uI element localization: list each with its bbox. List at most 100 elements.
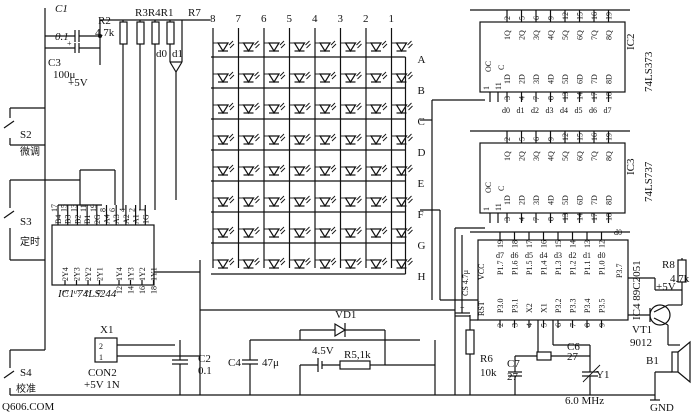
- ic4-top-num: 17: [525, 240, 534, 248]
- ic4-bottom-name: P3.3: [569, 299, 578, 313]
- r3-resistor: [136, 21, 145, 45]
- ic1-bottom-pin-number: 9: [96, 290, 105, 294]
- ic4-top-num: 16: [540, 240, 549, 248]
- ic2-data-in: d5: [575, 106, 583, 115]
- led-diode: [293, 42, 306, 53]
- led-diode: [344, 73, 357, 84]
- row-label: F: [418, 209, 424, 221]
- led-emission: [280, 105, 286, 111]
- led-diode: [242, 73, 255, 84]
- ic4-cs: CS 4.7μ: [461, 270, 470, 296]
- c1-value: 0.1: [55, 31, 69, 43]
- ic1-top-pin-name: 2G: [93, 214, 102, 224]
- ic4-top-num: 13: [583, 240, 592, 248]
- ic2-q-name: 8Q: [605, 30, 614, 40]
- led-emission: [279, 40, 285, 46]
- led-diode: [318, 259, 332, 270]
- led-emission: [407, 102, 412, 108]
- led-emission: [382, 260, 388, 266]
- c3-value: 100μ: [53, 69, 76, 81]
- ic4-label: IC4 89C2051: [631, 260, 643, 320]
- ic4-bottom-num: 5: [540, 323, 549, 327]
- led-diode: [344, 228, 357, 239]
- ic1-bottom-pin-name: 2Y3: [73, 267, 82, 281]
- led-emission: [356, 226, 361, 232]
- led-emission: [254, 102, 259, 108]
- ic1-top-pin-number: 6: [108, 208, 117, 212]
- led-emission: [382, 136, 388, 142]
- ic4-top-name: P1.6: [511, 261, 520, 275]
- led-diode: [216, 166, 230, 177]
- ic4-top-name: P1.0: [598, 261, 607, 275]
- led-emission: [381, 226, 387, 232]
- led-diode: [293, 197, 306, 208]
- c1-label: C1: [55, 3, 68, 15]
- led-emission: [407, 133, 412, 139]
- led-diode: [395, 42, 408, 53]
- ic4-bottom-name: P3.1: [511, 299, 520, 313]
- crystal-frequency: 6.0 MHz: [565, 395, 604, 407]
- ic1-bottom-pin-number: 14: [127, 286, 136, 294]
- switch-s3[interactable]: S3 定时: [3, 179, 45, 261]
- ic3-d-name: 8D: [605, 195, 614, 205]
- ic2-c: C: [497, 65, 506, 70]
- led-emission: [381, 133, 387, 139]
- switch-s2[interactable]: S2 微调: [3, 107, 45, 158]
- ic1-top-pin-number: 13: [69, 204, 78, 212]
- vd1-label: VD1: [335, 309, 356, 321]
- column-label: 6: [261, 13, 267, 25]
- led-diode: [318, 42, 332, 53]
- vt1-part: 9012: [630, 337, 652, 349]
- led-emission: [382, 198, 388, 204]
- led-emission: [356, 40, 361, 46]
- ic2-d-num: 13: [561, 92, 570, 100]
- ic1-bottom-pin-number: 12: [115, 286, 124, 294]
- switch-s4[interactable]: S4 校准: [3, 349, 200, 396]
- c1-c3-section: C1 0.1 C3 100μ +5V +: [44, 3, 210, 125]
- led-emission: [255, 43, 260, 49]
- con2-label: CON2: [88, 367, 117, 379]
- led-emission: [254, 195, 259, 201]
- led-emission: [306, 105, 311, 111]
- led-emission: [305, 102, 310, 108]
- led-emission: [305, 71, 310, 77]
- led-emission: [279, 257, 285, 263]
- led-diode: [293, 73, 306, 84]
- ic1-bottom-pin-name: 1Y4: [115, 267, 124, 281]
- led-emission: [407, 195, 412, 201]
- row-label: A: [418, 54, 426, 66]
- c7-label: C7: [507, 358, 520, 370]
- ic2-d-num: 3: [503, 96, 512, 100]
- c2-value: 0.1: [198, 365, 212, 377]
- ic1-top-pin-number: 19: [89, 204, 98, 212]
- led-emission: [408, 74, 413, 80]
- ic3-d-num: 3: [503, 217, 512, 221]
- ic4-d-label: d4: [540, 251, 548, 260]
- ic2-d-num: 14: [576, 92, 585, 100]
- ic3-q-num: 5: [518, 137, 527, 141]
- led-emission: [306, 167, 311, 173]
- ic4-bottom-name: P3.2: [554, 299, 563, 313]
- ic2-data-in: d3: [546, 106, 554, 115]
- led-emission: [407, 40, 412, 46]
- led-emission: [254, 226, 259, 232]
- led-emission: [255, 260, 260, 266]
- c5-plus: +: [460, 303, 465, 312]
- led-emission: [229, 43, 235, 49]
- ic2-d-name: 5D: [561, 74, 570, 84]
- led-diode: [318, 73, 332, 84]
- ic3-q-name: 3Q: [532, 151, 541, 161]
- column-label: 5: [287, 13, 293, 25]
- ic4-bottom-num: 3: [511, 323, 520, 327]
- led-diode: [267, 166, 281, 177]
- led-diode: [242, 104, 255, 115]
- led-emission: [331, 198, 337, 204]
- ic4-bottom-name: P3.5: [598, 299, 607, 313]
- ic3-d-name: 4D: [547, 195, 556, 205]
- led-emission: [254, 40, 259, 46]
- ic4-vcc: VCC: [477, 264, 486, 280]
- c4-value: 47μ: [262, 357, 279, 369]
- led-emission: [331, 105, 337, 111]
